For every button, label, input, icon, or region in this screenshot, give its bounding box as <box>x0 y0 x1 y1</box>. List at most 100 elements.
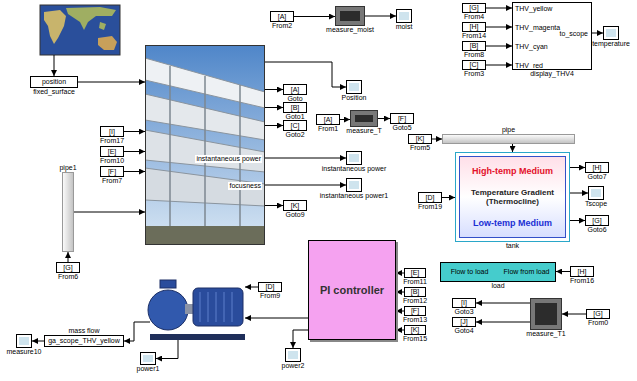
subsystem-block: measure_T <box>350 110 378 127</box>
block-name: Tscope <box>585 200 607 208</box>
pi-controller-block: PI controller <box>308 240 396 340</box>
signal-line <box>365 16 396 17</box>
block-text: [A] <box>324 116 333 124</box>
load-block: Flow to loadFlow from loadload <box>440 262 556 282</box>
from-tag: [F]From13 <box>404 306 426 316</box>
block-name: instantaneous power <box>322 165 387 173</box>
scope-block: Tscope <box>588 186 604 200</box>
motor-fins <box>200 292 232 322</box>
zone-label: Low-temp Medium <box>464 218 561 228</box>
map-land <box>44 10 66 44</box>
block-text: [E] <box>108 148 117 156</box>
block-text: ga_scope_THV_yellow <box>48 337 120 345</box>
from-tag: [H]From14 <box>462 22 486 32</box>
block-text: [I] <box>461 299 467 307</box>
signal-line <box>265 205 283 206</box>
block-name: From11 <box>403 278 427 286</box>
scope-block: measure10 <box>16 334 32 348</box>
goto-tag: [F]Goto5 <box>390 113 414 124</box>
scope-adapter-block: ga_scope_THV_yellowmass flow <box>44 335 124 347</box>
block-text: [D] <box>266 283 275 291</box>
photo-sky <box>145 45 265 245</box>
block-text: [H] <box>578 268 587 276</box>
block-name: From7 <box>102 177 122 185</box>
block-text: PI controller <box>320 284 384 297</box>
pump-image <box>148 280 245 340</box>
block-name: Goto9 <box>285 211 304 219</box>
signal-line <box>570 167 585 168</box>
block-name: measure_T1 <box>526 330 565 338</box>
pump-flange <box>160 280 176 288</box>
block-name: From4 <box>464 13 484 21</box>
block-name: From1 <box>318 125 338 133</box>
block-text: [K] <box>416 135 425 143</box>
signal-line <box>476 322 530 323</box>
signal-line <box>294 16 335 17</box>
signal-line <box>396 311 404 312</box>
port-label: THV_yellow <box>515 5 552 13</box>
port-label: instantaneous power <box>195 155 262 163</box>
block-text: [G] <box>593 310 602 318</box>
port-label: focusness <box>228 182 262 190</box>
block-name: Goto3 <box>454 308 473 316</box>
block-name: From10 <box>100 157 124 165</box>
signal-wire <box>156 340 178 359</box>
block-name: load <box>491 282 504 290</box>
signal-wire <box>54 55 55 76</box>
from-tag: [G]From0 <box>586 309 610 319</box>
signal-line <box>378 118 390 119</box>
block-text: [B] <box>291 104 300 112</box>
block-name: From13 <box>403 316 427 324</box>
signal-line <box>486 8 512 9</box>
port-label: THV_magenta <box>515 24 560 32</box>
block-name: From5 <box>410 144 430 152</box>
signal-line <box>486 65 512 66</box>
from-tag: [F]From7 <box>100 166 124 177</box>
from-tag: [E]From11 <box>404 268 426 278</box>
from-tag: [K]From15 <box>404 325 426 335</box>
signal-line <box>124 151 145 152</box>
port-label: to_scope <box>559 30 589 38</box>
goto-tag: [K]Goto9 <box>283 200 307 211</box>
from-tag: [G]From6 <box>56 262 80 273</box>
block-name: measure10 <box>6 348 41 356</box>
block-text: [I] <box>109 128 115 136</box>
signal-line <box>74 212 145 213</box>
block-text: [F] <box>411 307 419 315</box>
port-label: THV_red <box>515 62 543 70</box>
block-text: [A] <box>291 86 300 94</box>
block-name: From16 <box>570 277 594 285</box>
from-tag: [I]From17 <box>100 126 124 137</box>
pipe-block: pipe <box>442 134 575 144</box>
signal-line <box>432 139 442 140</box>
block-name: pipe1 <box>59 164 76 172</box>
block-name: From2 <box>272 22 292 30</box>
block-name: moist <box>396 23 413 31</box>
zone-label: Temperature Gradient (Thermocline) <box>464 188 561 206</box>
block-name: From9 <box>260 292 280 300</box>
block-text: [D] <box>426 194 435 202</box>
block-name: From19 <box>418 203 442 211</box>
from-tag: [B]From8 <box>462 41 486 51</box>
block-text: [H] <box>470 23 479 31</box>
signal-line <box>570 193 588 194</box>
block-name: Goto5 <box>392 124 411 132</box>
block-text: [K] <box>411 326 420 334</box>
map-ocean <box>40 5 120 55</box>
signal-line <box>265 107 283 108</box>
block-text: [G] <box>592 217 601 225</box>
signal-wire <box>245 287 258 288</box>
block-name: From3 <box>464 70 484 78</box>
block-text: [K] <box>291 202 300 210</box>
block-name: From6 <box>58 273 78 281</box>
block-name: tank <box>506 242 519 250</box>
block-name: power1 <box>137 365 160 373</box>
block-name: instantaneous power1 <box>320 192 389 200</box>
goto-tag: [C]Goto2 <box>283 120 307 131</box>
scope-block: temperature <box>603 26 619 40</box>
goto-tag: [H]Goto7 <box>585 162 609 173</box>
block-name: fixed_surface <box>33 88 75 96</box>
block-name: From17 <box>100 137 124 145</box>
